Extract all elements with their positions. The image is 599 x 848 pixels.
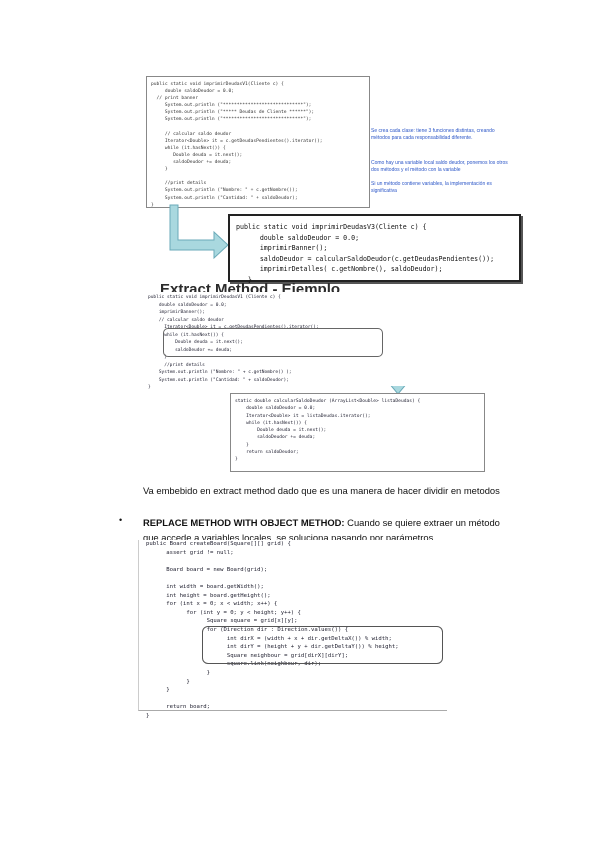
code-line: double saldoDeudor = 0.0;: [235, 406, 316, 412]
code-line: System.out.println ("***** Deudas de Cli…: [151, 110, 315, 116]
code-line: Iterator<Double> it = c.getDeudasPendien…: [148, 325, 319, 330]
code-line: static double calcularSaldoDeudor (Array…: [235, 399, 421, 404]
code-line: Board board = new Board(grid);: [146, 566, 268, 573]
code-line: imprimirBanner();: [236, 244, 328, 253]
code-line: //print details: [148, 362, 205, 368]
bullet-marker: •: [119, 515, 123, 525]
bullet-paragraph: REPLACE METHOD WITH OBJECT METHOD: Cuand…: [143, 515, 518, 545]
code-line: [146, 557, 399, 566]
code-block: static double calcularSaldoDeudor (Array…: [235, 398, 420, 464]
code-line: square.link(neighbour, dir);: [146, 661, 322, 668]
code-line: int dirY = (height + y + dir.getDeltaY()…: [146, 644, 399, 651]
code-line: Iterator<Double> it = listaDeudas.iterat…: [235, 413, 371, 419]
code-line: // calcular saldo deudor: [151, 131, 232, 137]
code-line: }: [148, 385, 151, 390]
code-line: double saldoDeudor = 0.0;: [236, 233, 360, 242]
code-line: System.out.println ("Cantidad: " + saldo…: [151, 195, 298, 201]
code-line: double saldoDeudor = 0.0;: [148, 302, 227, 308]
code-line: Double deuda = it.next();: [148, 340, 243, 345]
code-line: Square square = grid[x][y];: [146, 618, 298, 625]
code-line: return saldoDeudor;: [235, 450, 299, 456]
code-line: }: [151, 202, 154, 208]
code-screenshot-slide-method: public static void imprimirDeudasV1 (Cli…: [146, 292, 425, 390]
code-line: public Board createBoard(Square[][] grid…: [146, 541, 291, 547]
code-line: Iterator<Double> it = c.getDeudasPendien…: [151, 138, 323, 144]
code-line: while (it.hasNext()) {: [235, 420, 307, 426]
code-line: for (int x = 0; x < width; x++) {: [146, 601, 278, 608]
code-line: }: [235, 457, 238, 463]
code-line: [146, 695, 399, 704]
code-line: System.out.println ("Nombre: " + c.getNo…: [148, 370, 292, 375]
code-line: for (int y = 0; y < height; y++) {: [146, 609, 301, 616]
code-line: }: [235, 442, 249, 448]
code-block: public static void imprimirDeudasV1 (Cli…: [148, 294, 319, 392]
code-line: while (it.hasNext()) {: [148, 332, 224, 338]
annotation-note: Se crea cada clase: tiene 3 funciones di…: [371, 128, 495, 141]
highlight-box: [163, 328, 383, 357]
code-line: saldoDeudor += deuda;: [235, 435, 316, 441]
code-screenshot-create-board: public Board createBoard(Square[][] grid…: [138, 540, 447, 719]
code-line: saldoDeudor += deuda;: [148, 347, 232, 353]
code-line: }: [146, 669, 210, 676]
code-line: for (Direction dir : Direction.values())…: [146, 626, 349, 633]
code-screenshot-original-method: public static void imprimirDeudasV1(Clie…: [146, 76, 370, 208]
code-line: imprimirDetalles( c.getNombre(), saldoDe…: [236, 265, 443, 274]
body-paragraph: Va embebido en extract method dado que e…: [143, 485, 500, 496]
code-line: }: [146, 687, 170, 694]
code-line: // print banner: [151, 96, 199, 102]
code-line: }: [151, 167, 168, 173]
slide-title: Extract Method - Ejemplo: [160, 281, 341, 292]
code-line: }: [236, 275, 252, 284]
code-line: System.out.println ("*******************…: [151, 103, 312, 109]
code-line: while (it.hasNext()) {: [151, 145, 226, 151]
code-line: }: [148, 355, 167, 360]
code-line: System.out.println ("*******************…: [151, 117, 312, 123]
code-line: System.out.println ("Cantidad: " + saldo…: [148, 377, 289, 383]
code-line: public static void imprimirDeudasV1(Clie…: [151, 82, 284, 87]
annotation-note: Si un método contiene variables, la impl…: [371, 181, 492, 194]
code-line: saldoDeudor = calcularSaldoDeudor(c.getD…: [236, 254, 495, 263]
code-line: saldoDeudor += deuda;: [151, 160, 232, 166]
bullet-heading: REPLACE METHOD WITH OBJECT METHOD:: [143, 517, 345, 528]
code-screenshot-extracted-method: static double calcularSaldoDeudor (Array…: [230, 393, 485, 472]
code-screenshot-refactored-method: public static void imprimirDeudasV3(Clie…: [228, 214, 521, 284]
code-line: public static void imprimirDeudasV1 (Cli…: [148, 295, 281, 300]
code-line: //print details: [151, 181, 207, 187]
bullet-text: Cuando se quiere extraer un método que a…: [143, 517, 500, 543]
code-line: Square neighbour = grid[dirX][dirY];: [146, 652, 349, 659]
annotation-note: Como hay una variable local saldo deudor…: [371, 160, 508, 173]
arrow-to-refactored: [169, 204, 229, 260]
code-block: public static void imprimirDeudasV1(Clie…: [151, 81, 322, 209]
code-line: public static void imprimirDeudasV3(Clie…: [236, 223, 427, 231]
code-line: [146, 574, 399, 583]
code-line: int height = board.getHeight();: [146, 592, 271, 599]
code-line: assert grid != null;: [146, 549, 234, 556]
code-line: double saldoDeudor = 0.0;: [151, 89, 234, 95]
code-line: // calcular saldo deudor: [148, 317, 224, 323]
code-line: int dirX = (width + x + dir.getDeltaX())…: [146, 635, 392, 642]
code-line: System.out.println ("Nombre: " + c.getNo…: [151, 188, 298, 194]
code-block: public static void imprimirDeudasV3(Clie…: [236, 222, 494, 286]
code-line: Double deuda = it.next();: [151, 152, 243, 158]
code-block: public Board createBoard(Square[][] grid…: [146, 540, 399, 720]
code-line: Double deuda = it.next();: [235, 428, 327, 434]
code-line: }: [146, 678, 190, 685]
code-line: imprimirBanner();: [148, 310, 205, 315]
code-line: return board;: [146, 704, 210, 711]
code-line: }: [146, 712, 150, 719]
code-line: int width = board.getWidth();: [146, 583, 264, 590]
highlight-box: [202, 626, 443, 664]
